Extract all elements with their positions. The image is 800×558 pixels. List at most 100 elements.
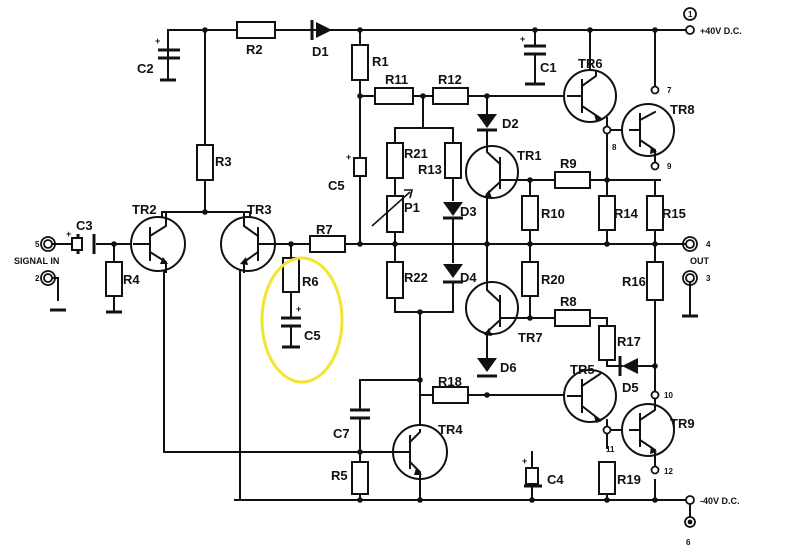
label-r9: R9 — [560, 156, 577, 171]
label-d1: D1 — [312, 44, 329, 59]
terminal-9[interactable] — [650, 161, 660, 171]
terminal-number-9: 9 — [667, 162, 672, 171]
potentiometer-p1 — [371, 189, 414, 245]
resistor-r16 — [646, 261, 664, 301]
capacitor-c4: + — [522, 456, 542, 488]
label-r7: R7 — [316, 222, 333, 237]
label-r12: R12 — [438, 72, 462, 87]
label-tr1: TR1 — [517, 148, 542, 163]
transistor-tr8 — [621, 103, 675, 157]
label-c3: C3 — [76, 218, 93, 233]
capacitor-c5-lower: + — [281, 304, 301, 349]
capacitor-c1: + — [520, 34, 546, 86]
terminal-minus40[interactable] — [685, 495, 695, 505]
label-tr8: TR8 — [670, 102, 695, 117]
terminal-5[interactable] — [43, 239, 53, 249]
label-r14: R14 — [614, 206, 639, 221]
terminal-3[interactable] — [685, 273, 695, 283]
resistor-r10 — [521, 195, 539, 231]
label-r22: R22 — [404, 270, 428, 285]
resistor-r17 — [598, 325, 616, 361]
resistor-r7 — [309, 235, 346, 253]
label-r18: R18 — [438, 374, 462, 389]
label-c5b: C5 — [304, 328, 321, 343]
resistor-r4 — [105, 261, 123, 297]
diode-d2 — [477, 114, 497, 132]
label-r17: R17 — [617, 334, 641, 349]
transistors — [130, 69, 675, 480]
terminal-number-12: 12 — [664, 467, 673, 476]
terminal-number-2: 2 — [35, 274, 40, 283]
transistor-tr5 — [563, 369, 617, 423]
terminal-number-8: 8 — [612, 143, 617, 152]
label-r21: R21 — [404, 146, 428, 161]
label-r10: R10 — [541, 206, 565, 221]
label-tr5: TR5 — [570, 362, 595, 377]
label-r20: R20 — [541, 272, 565, 287]
resistor-r11 — [374, 87, 414, 105]
label-c1: C1 — [540, 60, 557, 75]
terminal-number-4: 4 — [706, 240, 711, 249]
label-r3: R3 — [215, 154, 232, 169]
label-tr2: TR2 — [132, 202, 157, 217]
terminal-7[interactable] — [650, 85, 660, 95]
resistor-r20 — [521, 261, 539, 297]
label-r19: R19 — [617, 472, 641, 487]
svg-text:+: + — [296, 304, 301, 314]
resistor-r21 — [386, 142, 404, 179]
terminal-number-10: 10 — [664, 391, 673, 400]
capacitor-c2: + — [155, 36, 180, 82]
out-label: OUT — [690, 256, 710, 266]
transistor-tr7 — [465, 279, 519, 337]
label-r5: R5 — [331, 468, 348, 483]
label-r4: R4 — [123, 272, 140, 287]
terminal-2[interactable] — [43, 273, 53, 283]
resistor-r9 — [554, 171, 591, 189]
component-labels: R2 D1 C2 R1 C1 TR6 TR8 R11 R12 D2 R3 R21… — [76, 42, 695, 487]
terminal-number-5: 5 — [35, 240, 40, 249]
resistor-r22 — [386, 261, 404, 299]
label-c7: C7 — [333, 426, 350, 441]
minus-40v-label: -40V D.C. — [700, 496, 740, 506]
resistor-r8 — [554, 309, 591, 327]
terminal-number-6: 6 — [686, 538, 691, 547]
resistor-r3 — [196, 144, 214, 181]
transistor-tr6 — [563, 69, 617, 123]
label-r16: R16 — [622, 274, 646, 289]
capacitors: + + + + + — [66, 34, 546, 488]
capacitor-c3: + — [66, 229, 96, 254]
label-d5: D5 — [622, 380, 639, 395]
label-tr4: TR4 — [438, 422, 463, 437]
signal-in-label: SIGNAL IN — [14, 256, 59, 266]
svg-text:+: + — [155, 36, 160, 46]
transistor-tr4 — [392, 424, 448, 480]
resistor-r19 — [598, 461, 616, 495]
label-r2: R2 — [246, 42, 263, 57]
label-r1: R1 — [372, 54, 389, 69]
svg-text:+: + — [520, 34, 525, 44]
label-tr9: TR9 — [670, 416, 695, 431]
label-d6: D6 — [500, 360, 517, 375]
label-tr6: TR6 — [578, 56, 603, 71]
resistor-r6 — [282, 257, 300, 293]
transistor-tr2 — [130, 213, 186, 273]
diode-d3 — [443, 202, 463, 220]
transistor-tr1 — [465, 144, 519, 201]
terminal-8[interactable] — [602, 125, 612, 135]
label-r11: R11 — [385, 72, 408, 87]
terminal-10[interactable] — [650, 390, 660, 400]
resistor-r14 — [598, 195, 616, 231]
terminal-4[interactable] — [685, 239, 695, 249]
terminal-12[interactable] — [650, 465, 660, 475]
resistor-r13 — [444, 142, 462, 179]
resistor-r12 — [432, 87, 469, 105]
label-d4: D4 — [460, 270, 477, 285]
label-p1: P1 — [404, 200, 420, 215]
plus-40v-label: +40V D.C. — [700, 26, 742, 36]
svg-text:+: + — [66, 229, 71, 239]
svg-text:+: + — [346, 152, 351, 162]
terminals — [40, 7, 698, 528]
terminal-1[interactable] — [685, 25, 695, 35]
terminal-11[interactable] — [602, 425, 612, 435]
